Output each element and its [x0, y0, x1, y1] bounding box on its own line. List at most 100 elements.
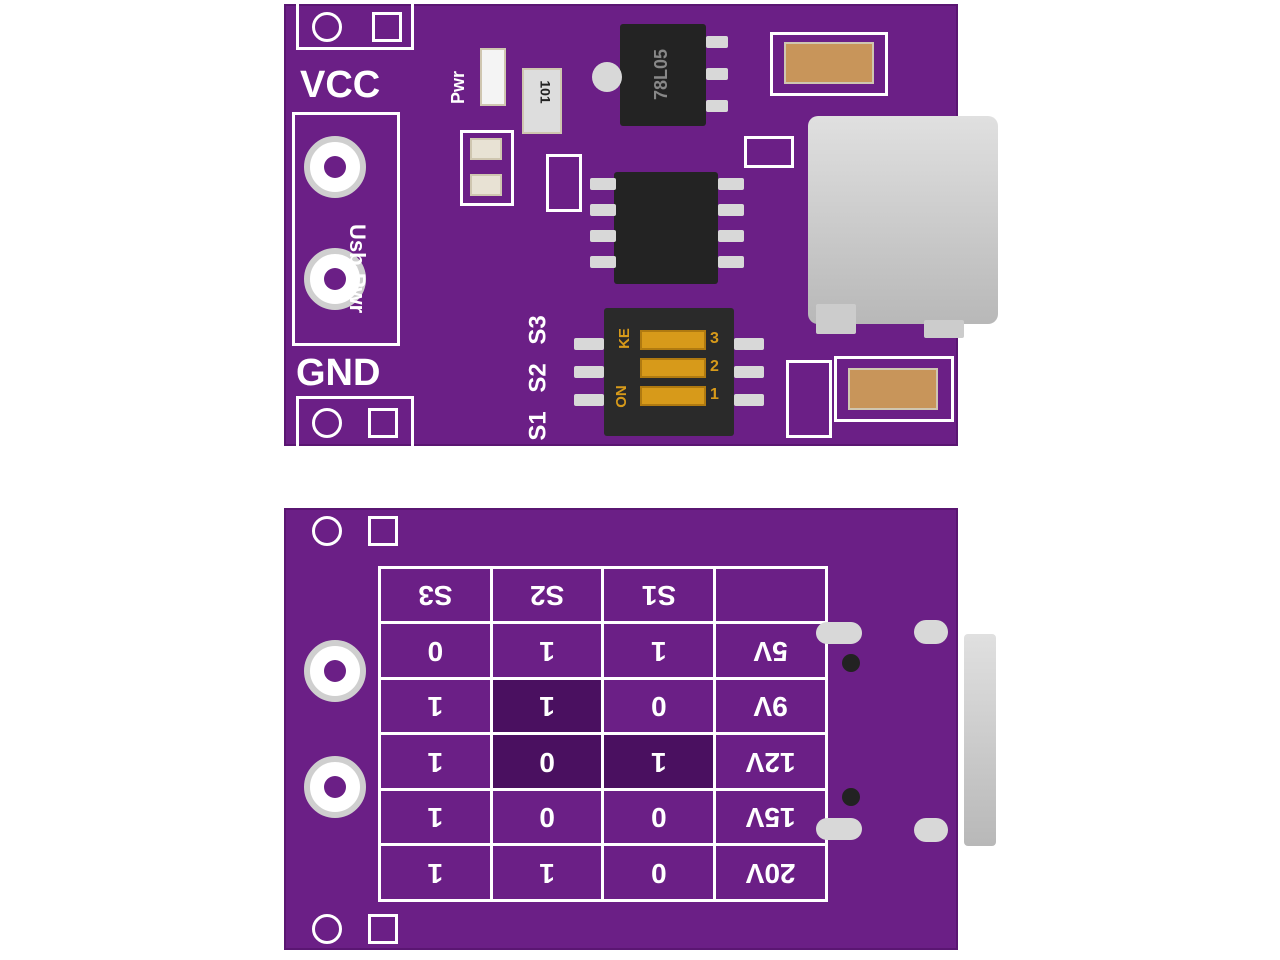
switch-label-s2: S2 — [524, 363, 552, 393]
table-cell: 15V — [714, 789, 827, 845]
dip-number-1: 1 — [710, 386, 719, 403]
table-cell: 1 — [491, 678, 603, 734]
header-pad — [368, 914, 398, 944]
table-cell: S1 — [603, 567, 715, 623]
table-cell: 0 — [379, 623, 492, 679]
table-cell: 5V — [714, 623, 827, 679]
dip-pin — [734, 366, 764, 378]
dip-pin — [574, 394, 604, 406]
regulator-pin — [592, 62, 622, 92]
dip-pin — [734, 338, 764, 350]
usb-c-mount — [924, 320, 964, 338]
header-outline — [296, 4, 414, 50]
solder-pad — [816, 818, 862, 840]
table-cell: 1 — [379, 678, 492, 734]
table-cell: S2 — [491, 567, 603, 623]
terminal-hole-vcc — [304, 136, 366, 198]
smd-outline — [546, 154, 582, 212]
table-cell: 9V — [714, 678, 827, 734]
resistor — [522, 68, 562, 134]
header-pad — [312, 408, 342, 438]
header-pad — [368, 408, 398, 438]
table-cell: 0 — [603, 845, 715, 901]
header-pad — [372, 12, 402, 42]
dip-pin — [574, 366, 604, 378]
usb-c-mount — [816, 304, 856, 334]
ic-pin — [590, 178, 616, 190]
resistor-marking: 101 — [537, 80, 554, 104]
smd-outline — [460, 130, 514, 206]
ic-pin — [718, 204, 744, 216]
table-cell: 1 — [603, 734, 715, 790]
terminal-hole-gnd — [304, 248, 366, 310]
dip-brand-label: KE — [615, 328, 633, 349]
usb-pwr-label: Usb-Pwr — [345, 224, 370, 314]
via — [842, 788, 860, 806]
dip-toggle-1[interactable] — [640, 386, 706, 406]
smd-component — [470, 174, 502, 196]
table-cell: 1 — [491, 845, 603, 901]
dip-toggle-3[interactable] — [640, 330, 706, 350]
table-cell: 1 — [379, 734, 492, 790]
regulator-pin — [706, 36, 728, 48]
solder-pad — [914, 818, 948, 842]
table-cell: 1 — [379, 845, 492, 901]
table-cell: 0 — [603, 678, 715, 734]
regulator-pin — [706, 68, 728, 80]
dip-number-2: 2 — [710, 358, 719, 375]
capacitor-outline — [770, 32, 888, 96]
dip-toggle-2[interactable] — [640, 358, 706, 378]
dip-on-label: ON — [612, 385, 630, 408]
dip-pin — [734, 394, 764, 406]
ic-pin — [718, 230, 744, 242]
header-pad — [368, 516, 398, 546]
ic-pin — [718, 178, 744, 190]
dip-pin — [574, 338, 604, 350]
table-cell — [714, 567, 827, 623]
regulator-marking: 78L05 — [651, 48, 672, 101]
smd-outline — [744, 136, 794, 168]
switch-label-s3: S3 — [524, 315, 552, 345]
table-cell: 1 — [491, 623, 603, 679]
smd-component — [470, 138, 502, 160]
header-pad — [312, 914, 342, 944]
pwr-label: Pwr — [448, 70, 468, 104]
solder-pad — [914, 620, 948, 644]
ic-pin — [590, 230, 616, 242]
terminal-hole — [304, 640, 366, 702]
usb-c-connector-edge — [964, 634, 996, 846]
table-cell: 0 — [491, 789, 603, 845]
table-cell: 1 — [603, 623, 715, 679]
pwr-led — [480, 48, 506, 106]
table-cell: 20V — [714, 845, 827, 901]
gnd-label: GND — [296, 352, 381, 394]
usb-c-connector — [808, 116, 998, 324]
table-cell: 12V — [714, 734, 827, 790]
smd-outline — [786, 360, 832, 438]
switch-label-s1: S1 — [524, 411, 552, 441]
table-cell: 0 — [603, 789, 715, 845]
regulator-pin — [706, 100, 728, 112]
bottom-header-outline — [296, 396, 414, 446]
header-pad — [312, 516, 342, 546]
terminal-hole — [304, 756, 366, 818]
capacitor-outline — [834, 356, 954, 422]
pd-controller-ic — [614, 172, 718, 284]
header-pad — [312, 12, 342, 42]
capacitor — [784, 42, 874, 84]
table-cell: 0 — [491, 734, 603, 790]
dip-number-3: 3 — [710, 330, 719, 347]
voltage-regulator — [620, 24, 706, 126]
ic-pin — [718, 256, 744, 268]
solder-pad — [816, 622, 862, 644]
pcb-top-view: VCC Usb-Pwr GND Pwr 101 78L05 S3 S2 S1 — [284, 4, 998, 446]
capacitor — [848, 368, 938, 410]
table-cell: S3 — [379, 567, 492, 623]
